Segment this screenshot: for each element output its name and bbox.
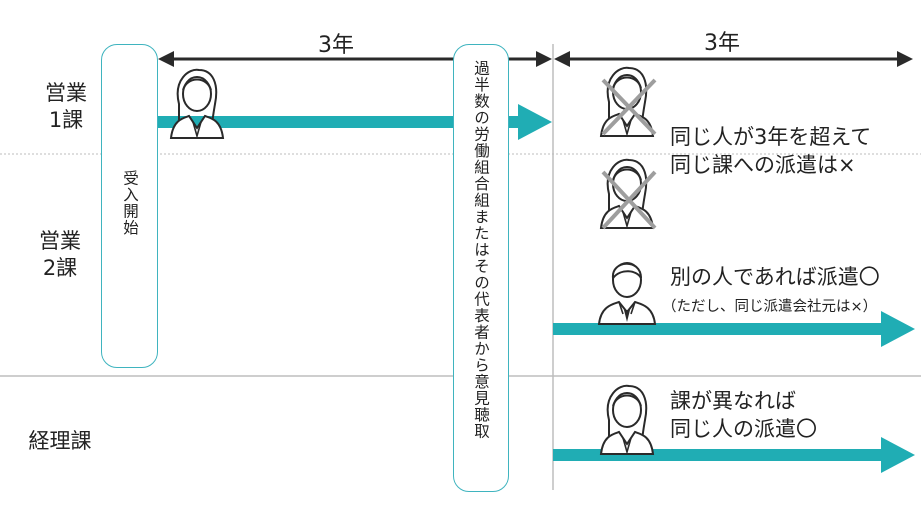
note-other-person-caveat: （ただし、同じ派遣会社元は×） <box>662 299 878 315</box>
note-diff-dept-line1: 課が異なれば <box>670 389 796 413</box>
accept-start-label: 受入開始 <box>121 170 139 236</box>
dept-sales1-line1: 営業 <box>45 81 87 105</box>
dispatch-arrow-sales1 <box>158 104 552 140</box>
dept-label-sales1: 営業 1課 <box>36 80 96 134</box>
note-diff-dept: 課が異なれば 同じ人の派遣〇 <box>670 387 817 443</box>
woman-icon <box>170 68 224 139</box>
period-label-second: 3年 <box>704 31 740 56</box>
dept-label-sales2: 営業 2課 <box>30 228 90 282</box>
period-label-first: 3年 <box>318 33 354 58</box>
note-same-person: 同じ人が3年を超えて 同じ課への派遣は× <box>670 123 871 179</box>
union-hearing-label: 過半数の労働組合組またはその代表者から意見聴取 <box>472 60 490 440</box>
period-arrow-second <box>554 51 913 67</box>
woman-icon <box>600 384 654 455</box>
dept-sales1-line2: 1課 <box>48 108 84 132</box>
union-hearing-box <box>453 44 509 492</box>
dept-sales2-line1: 営業 <box>39 229 81 253</box>
cross-icon <box>601 78 657 136</box>
note-same-person-line1: 同じ人が3年を超えて <box>670 125 872 149</box>
man-icon <box>598 262 656 325</box>
dept-label-accounting: 経理課 <box>28 429 92 453</box>
note-diff-dept-line2: 同じ人の派遣〇 <box>670 417 817 441</box>
dept-sales2-line2: 2課 <box>42 256 78 280</box>
note-same-person-line2: 同じ課への派遣は× <box>670 153 856 177</box>
dispatch-arrow-sales2 <box>553 311 915 347</box>
accept-start-box <box>101 44 158 368</box>
cross-icon <box>601 170 657 230</box>
note-other-person: 別の人であれば派遣〇 <box>670 265 880 289</box>
